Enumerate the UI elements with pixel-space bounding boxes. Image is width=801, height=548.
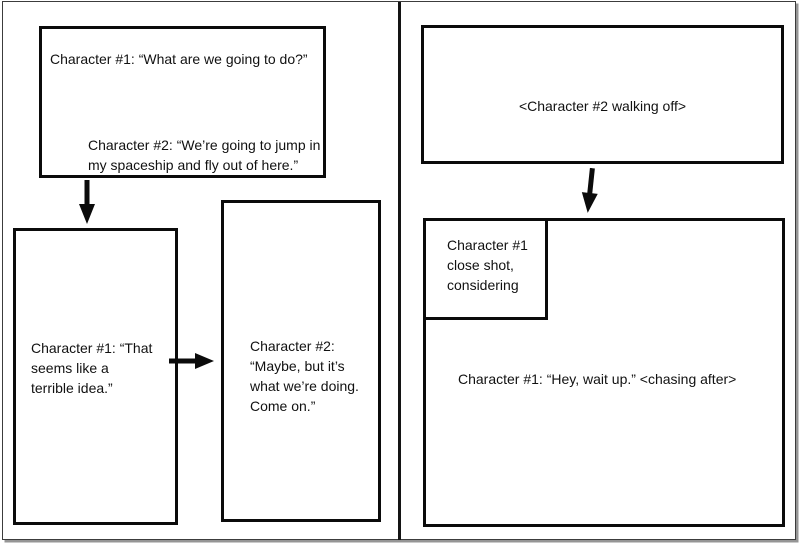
arrow-right-icon — [169, 351, 215, 371]
char2-dialogue-text: Character #2: “Maybe, but it’s what we’r… — [250, 338, 359, 414]
intro-dialogue-box — [39, 26, 326, 178]
closeup-note-box — [423, 218, 548, 320]
panel-divider — [398, 2, 402, 540]
char2-dialogue-box — [221, 200, 381, 522]
char1-dialogue-box — [13, 228, 178, 525]
intro-char2-line: Character #2: “We’re going to jump in my… — [88, 137, 321, 173]
closeup-note-text: Character #1 close shot, considering — [447, 237, 528, 293]
char1-dialogue-text: Character #1: “That seems like a terribl… — [31, 340, 153, 396]
intro-char1-line: Character #1: “What are we going to do?” — [50, 51, 308, 67]
walkoff-action-text: <Character #2 walking off> — [518, 98, 687, 114]
arrow-down-icon — [77, 180, 97, 225]
chase-dialogue-text: Character #1: “Hey, wait up.” <chasing a… — [458, 371, 737, 387]
walkoff-action-box — [421, 25, 784, 164]
arrow-down-icon — [578, 167, 603, 215]
